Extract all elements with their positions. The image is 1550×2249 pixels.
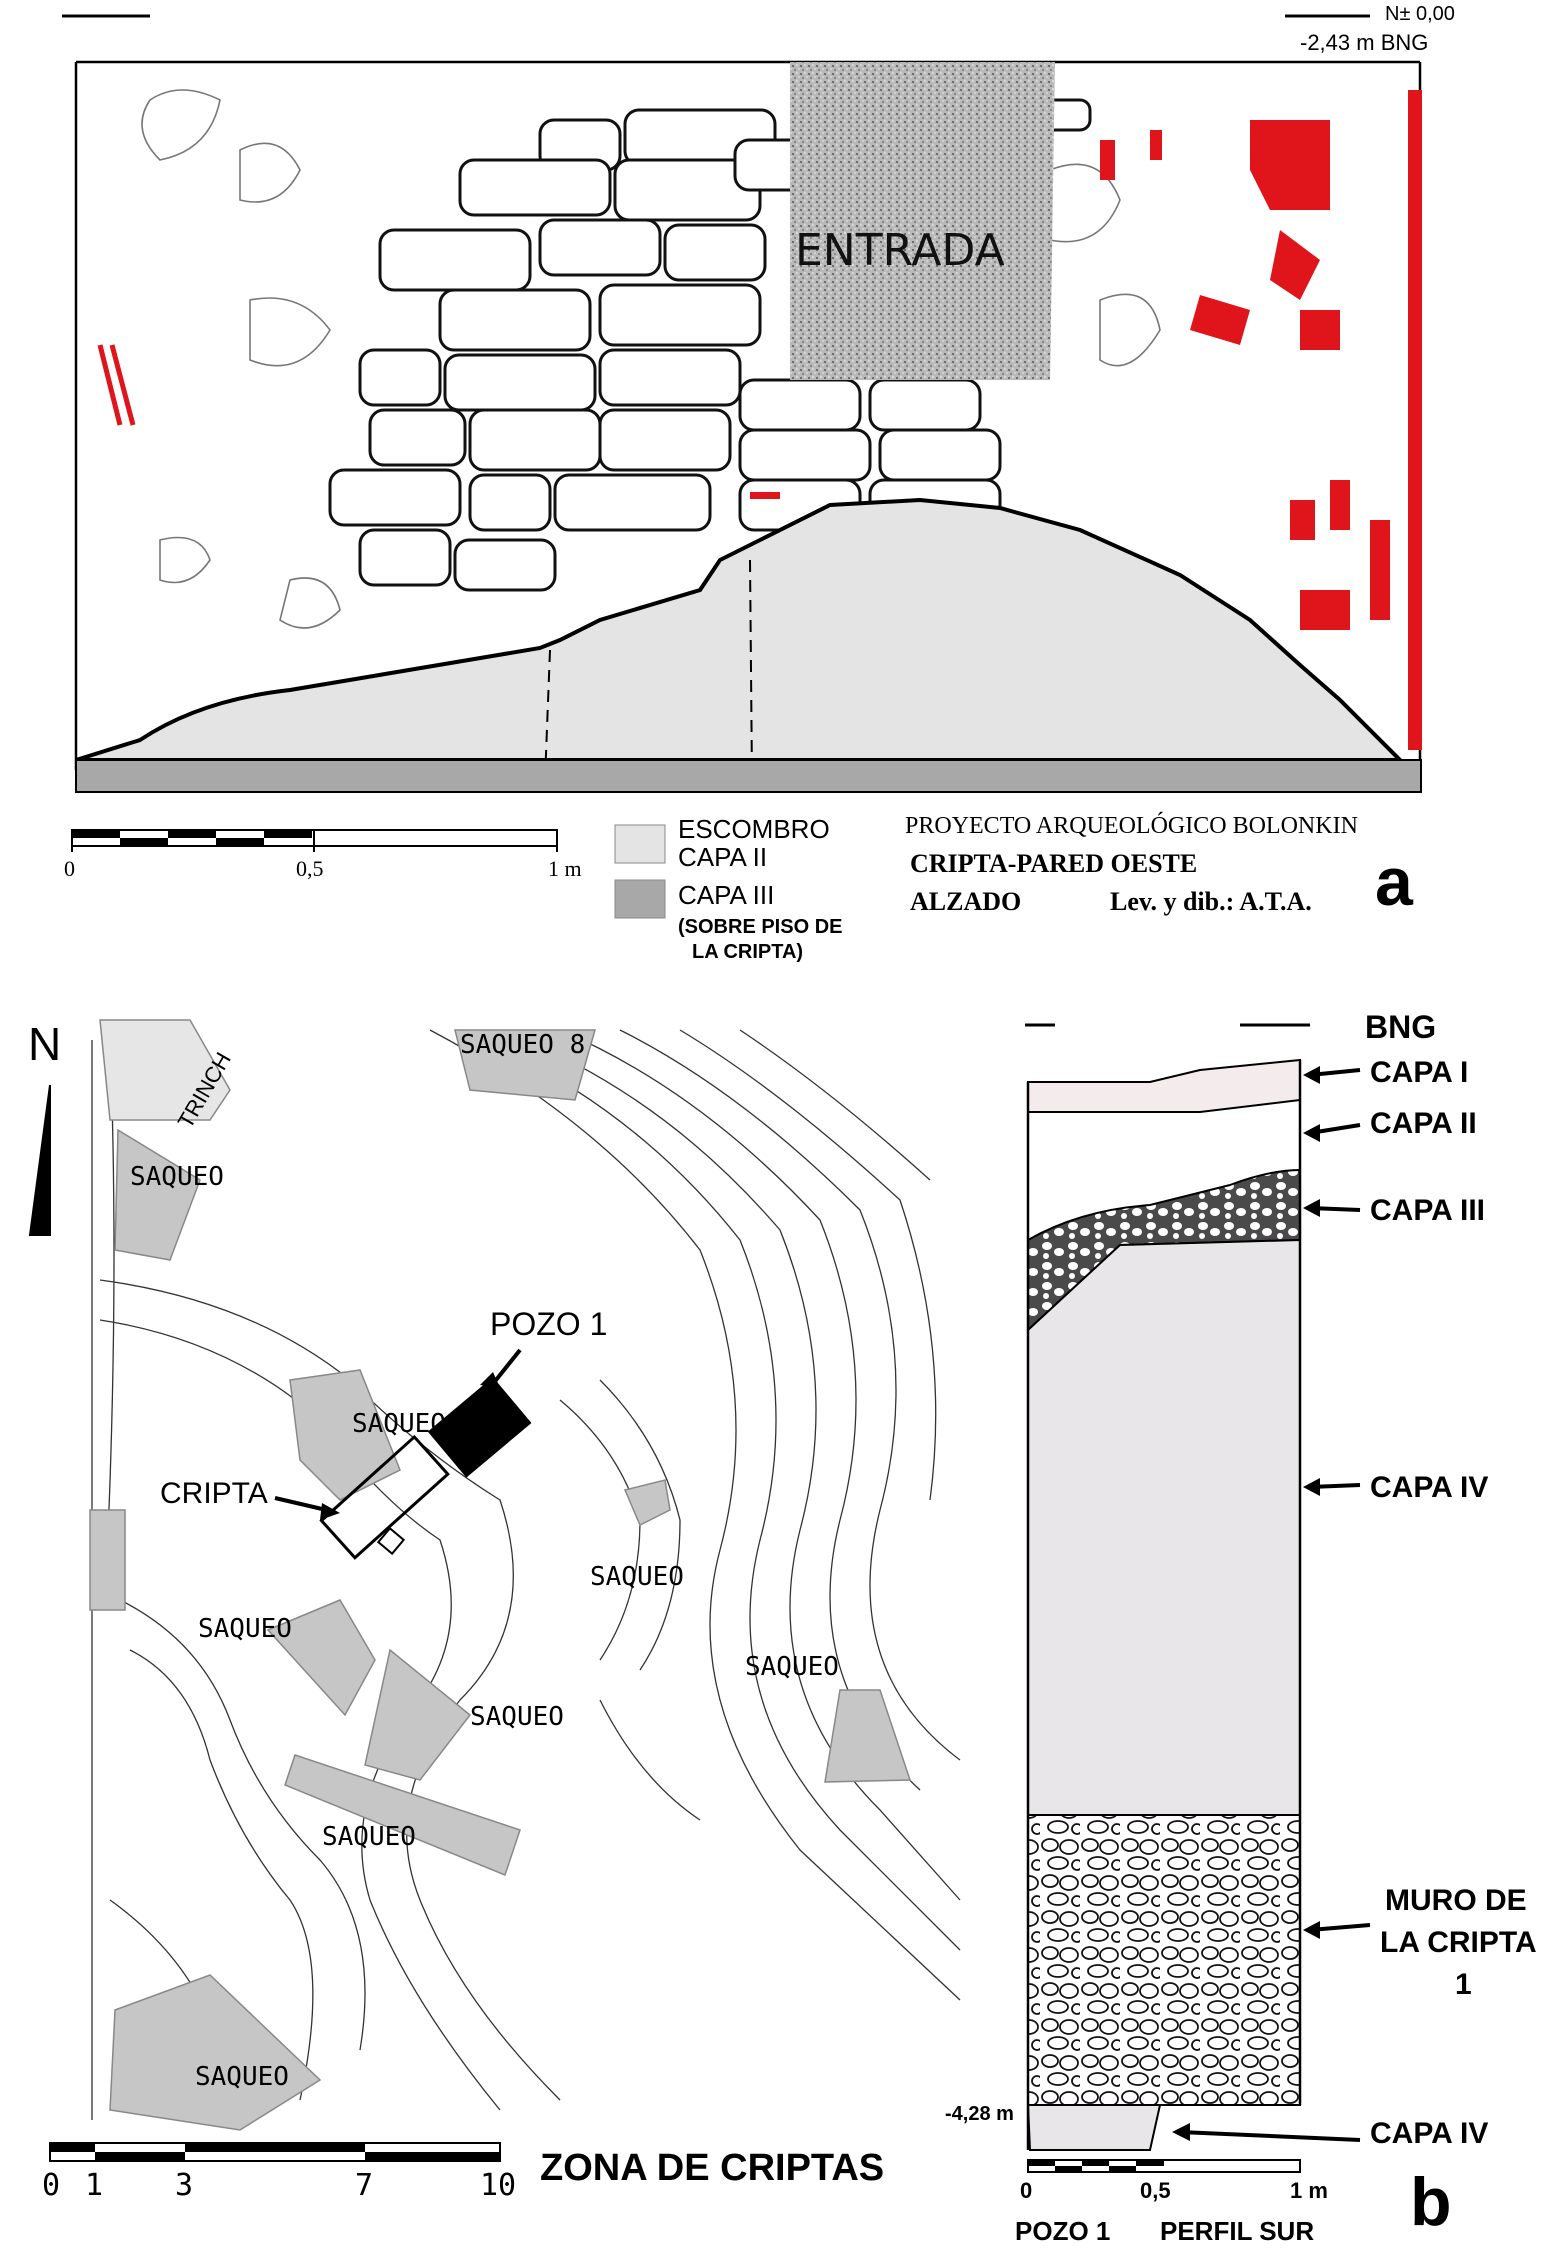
map-area	[92, 1030, 960, 2125]
map-scale-3: 3	[175, 2168, 193, 2203]
label-muro-2: LA CRIPTA	[1380, 1926, 1537, 1959]
north-arrow	[28, 1084, 51, 1236]
label-capa-ii: CAPA II	[1370, 1107, 1477, 1140]
saqueo-label-6: SAQUEO	[470, 1702, 564, 1732]
bottom-depth: -4,28 m	[945, 2103, 1014, 2125]
label-capa-iv: CAPA IV	[1370, 1471, 1488, 1504]
zone-title: ZONA DE CRIPTAS	[540, 2147, 884, 2189]
entrance-label: ENTRADA	[795, 225, 1005, 276]
pozo-1-caption: POZO 1	[1015, 2216, 1110, 2246]
scale-b-mid: 0,5	[1140, 2178, 1171, 2203]
scale-bar-map	[49, 2142, 501, 2162]
legend-capa-iii: CAPA III	[678, 880, 774, 910]
escombro-capa-ii	[75, 497, 1405, 762]
label-capa-iii: CAPA III	[1370, 1194, 1485, 1227]
scale-bar-a	[71, 829, 558, 852]
saqueo-label-8: SAQUEO	[195, 2062, 289, 2092]
drawing-view: ALZADO	[910, 887, 1021, 916]
capa-iv	[1027, 1238, 1301, 1816]
muro-cripta	[1027, 1814, 1301, 2106]
bng-label: BNG	[1365, 1009, 1436, 1045]
saqueo-label-7: SAQUEO	[322, 1822, 416, 1852]
scale-a-zero: 0	[64, 856, 75, 881]
drawing-credits: Lev. y dib.: A.T.A.	[1110, 887, 1312, 916]
label-muro-3: 1	[1455, 1968, 1472, 2001]
entrance-fill	[790, 62, 1055, 380]
stone-masonry	[328, 98, 1092, 592]
capa-iii-floor	[75, 759, 1422, 793]
legend-swatch-capa-iii	[614, 879, 666, 919]
label-capa-i: CAPA I	[1370, 1056, 1468, 1089]
scale-a-end: 1 m	[548, 856, 582, 881]
crypt-zone-map: N POZO 1 CRIPTA TRIN	[28, 1018, 961, 2203]
cripta-outline	[319, 1434, 450, 1560]
legend-escombro: ESCOMBRO	[678, 814, 830, 844]
scale-b-zero: 0	[1020, 2178, 1032, 2203]
legend-capa-ii: CAPA II	[678, 842, 767, 872]
north-label: N	[28, 1018, 61, 1070]
legend-note-2: LA CRIPTA)	[692, 941, 803, 963]
datum-depth: -2,43 m BNG	[1300, 30, 1428, 55]
legend-swatch-escombro	[614, 824, 666, 864]
looting-pits	[89, 1019, 912, 2131]
cripta-label: CRIPTA	[160, 1477, 268, 1510]
project-name: PROYECTO ARQUEOLÓGICO BOLONKIN	[905, 812, 1358, 839]
pozo-1-marker	[427, 1377, 532, 1478]
red-mural	[750, 90, 1422, 750]
saqueo-label-3: SAQUEO	[590, 1562, 684, 1592]
pozo-1-label: POZO 1	[490, 1306, 607, 1342]
saqueo-label-4: SAQUEO	[198, 1614, 292, 1644]
scale-a-mid: 0,5	[296, 856, 324, 881]
panel-a-elevation: ENTRADA N± 0,00 -2,43 m BNG 0 0,5 1 m ES…	[62, 3, 1455, 963]
capa-i	[1027, 1058, 1301, 1113]
scale-bar-b	[1027, 2159, 1301, 2173]
saqueo-label-2: SAQUEO	[352, 1409, 446, 1439]
pozo-1-arrow	[490, 1348, 522, 1387]
scale-b-end: 1 m	[1290, 2178, 1328, 2203]
saqueo-label-1: SAQUEO	[130, 1162, 224, 1192]
perfil-sur-caption: PERFIL SUR	[1160, 2216, 1314, 2246]
map-scale-7: 7	[355, 2168, 373, 2203]
label-muro-1: MURO DE	[1385, 1884, 1527, 1917]
datum-level: N± 0,00	[1385, 3, 1455, 25]
map-scale-0: 0	[42, 2168, 60, 2203]
map-scale-1: 1	[85, 2168, 103, 2203]
label-capa-iv-bottom: CAPA IV	[1370, 2117, 1488, 2150]
panel-letter-b: b	[1410, 2164, 1452, 2240]
map-scale-10: 10	[480, 2168, 516, 2203]
drawing-title: CRIPTA-PARED OESTE	[910, 849, 1197, 878]
panel-letter-a: a	[1375, 844, 1414, 920]
legend-note-1: (SOBRE PISO DE	[678, 916, 842, 938]
capa-iv-bottom	[1026, 2104, 1162, 2151]
saqueo-label-5: SAQUEO	[745, 1652, 839, 1682]
saqueo-label-top: SAQUEO 8	[460, 1030, 585, 1060]
